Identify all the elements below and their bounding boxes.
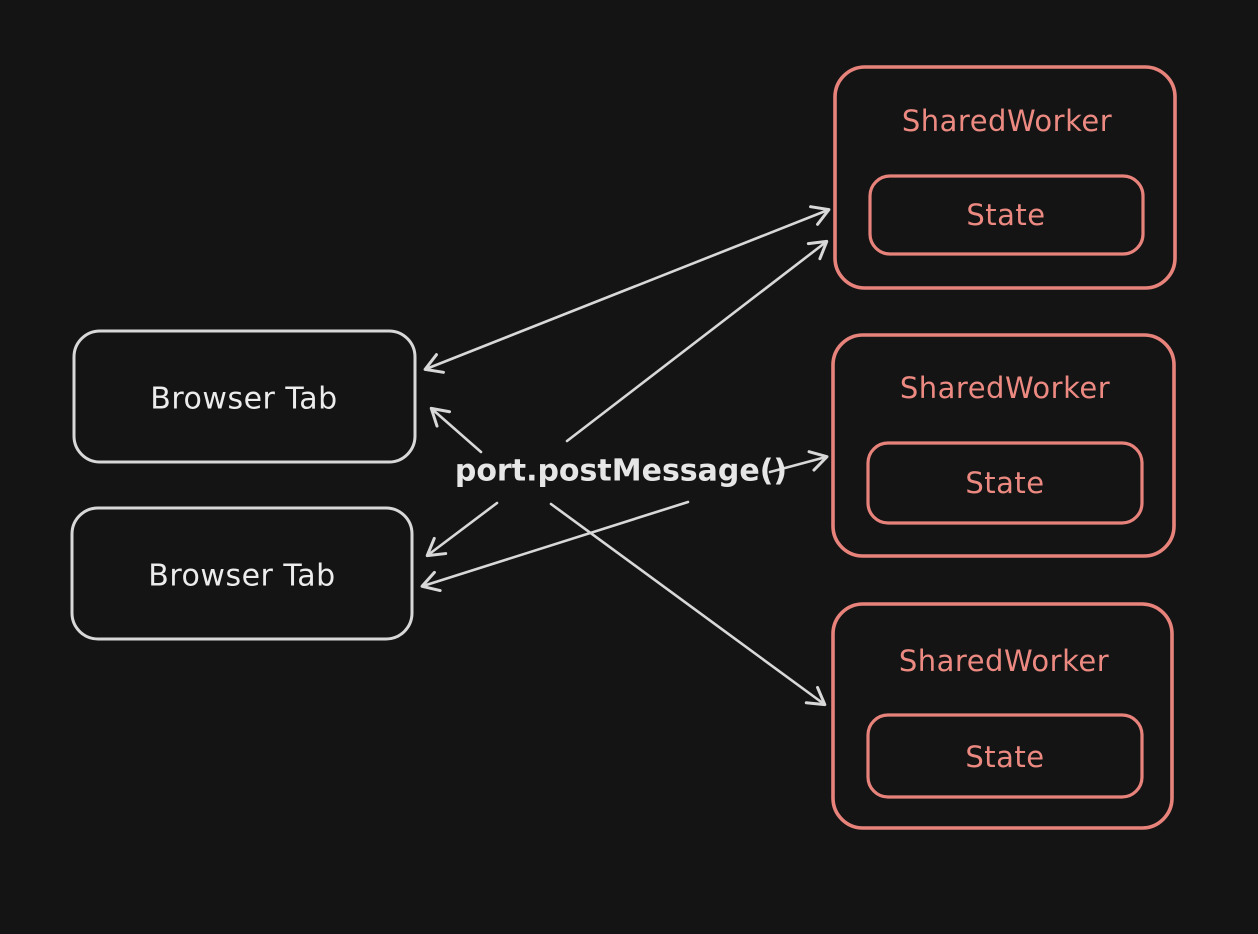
browser-tab-2-box: [70, 506, 414, 641]
arrow-center-worker3: [549, 502, 827, 707]
arrow-tab1-worker1: [423, 205, 831, 374]
arrow-center-tab1: [429, 406, 483, 454]
shared-worker-1-state-box: [868, 174, 1145, 256]
arrow-center-tab2-upper: [425, 501, 499, 558]
arrows: [420, 205, 831, 707]
browser-tab-1-box: [72, 329, 417, 464]
shared-worker-2-state-box: [866, 441, 1144, 525]
arrow-center-worker1: [565, 239, 829, 443]
shared-worker-2-box: [831, 333, 1176, 558]
browser-tab-2: Browser Tab: [70, 506, 414, 641]
browser-tab-1: Browser Tab: [72, 329, 417, 464]
shared-worker-3-state-label: State: [965, 740, 1044, 774]
shared-worker-2: SharedWorker State: [831, 333, 1176, 558]
shared-worker-3-box: [831, 602, 1174, 830]
shared-worker-1-label: SharedWorker: [902, 104, 1112, 138]
shared-worker-1: SharedWorker State: [833, 65, 1177, 290]
arrow-center-worker2: [768, 450, 829, 474]
shared-worker-2-state-label: State: [965, 466, 1044, 500]
shared-worker-2-label: SharedWorker: [900, 371, 1110, 405]
shared-worker-1-state-label: State: [966, 198, 1045, 232]
shared-worker-3: SharedWorker State: [831, 602, 1174, 830]
shared-worker-1-box: [833, 65, 1177, 290]
shared-worker-3-state-box: [866, 713, 1144, 799]
shared-worker-3-label: SharedWorker: [899, 644, 1109, 678]
arrow-center-tab2-lower: [420, 500, 690, 593]
browser-tab-1-label: Browser Tab: [150, 382, 337, 417]
browser-tab-2-label: Browser Tab: [148, 559, 335, 594]
center-label: port.postMessage(): [455, 454, 787, 489]
